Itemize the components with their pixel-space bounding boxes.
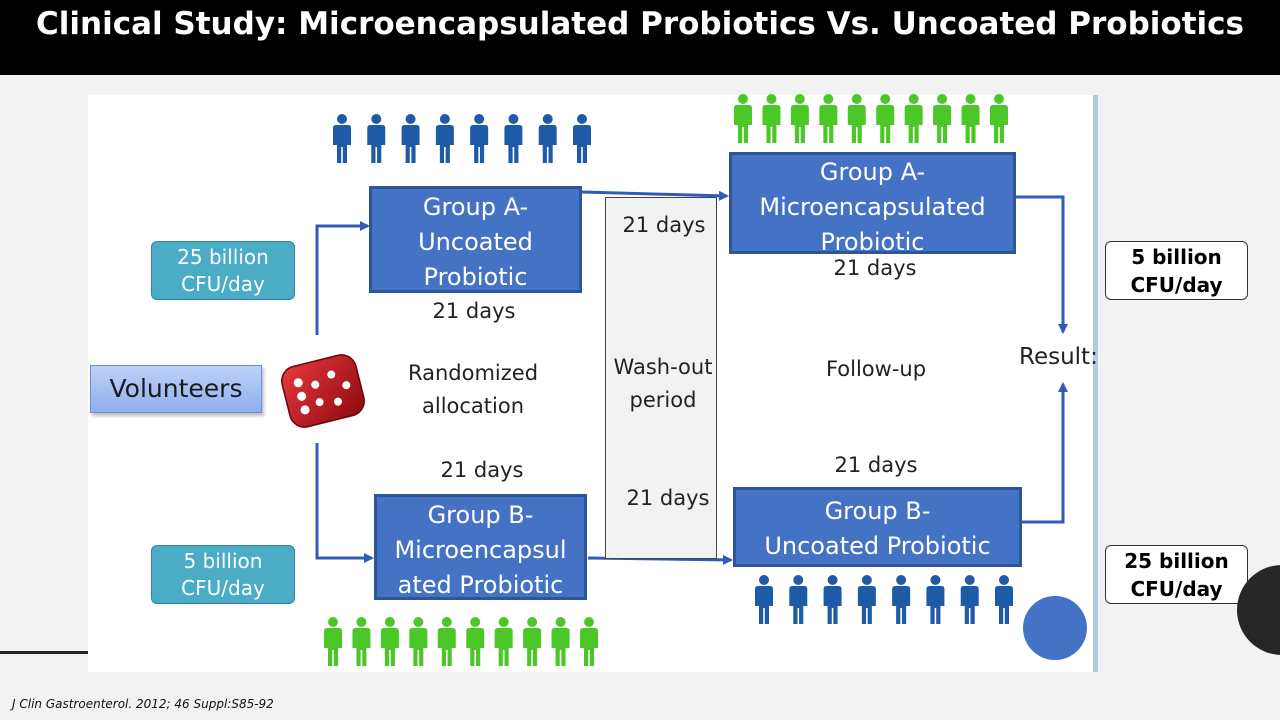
days-label-b2: 21 days bbox=[834, 453, 918, 477]
label-line: Randomized bbox=[407, 361, 539, 385]
box-line: Uncoated Probiotic bbox=[764, 532, 991, 560]
blue-circle-decoration bbox=[1023, 596, 1087, 660]
box-line: Group A- bbox=[819, 158, 926, 186]
arrow-a-to-result bbox=[1016, 195, 1068, 334]
dose-line: CFU/day bbox=[1130, 577, 1223, 601]
arrow-a-crossover bbox=[581, 190, 729, 201]
label-line: period bbox=[629, 388, 697, 412]
dose-line: 25 billion bbox=[1124, 549, 1229, 573]
box-line: Microencapsulated bbox=[759, 193, 986, 221]
group-b-uncoated-box: Group B- Uncoated Probiotic bbox=[733, 487, 1022, 567]
citation: J Clin Gastroenterol. 2012; 46 Suppl:S85… bbox=[12, 697, 274, 711]
group-a-microencapsulated-box: Group A- Microencapsulated Probiotic bbox=[729, 152, 1016, 254]
box-line: Microencapsul bbox=[394, 536, 567, 564]
panel-edge bbox=[1093, 95, 1098, 672]
days-label-washout-bottom: 21 days bbox=[626, 486, 710, 510]
slide-title: Clinical Study: Microencapsulated Probio… bbox=[36, 6, 1244, 42]
dose-right-top: 5 billion CFU/day bbox=[1105, 241, 1248, 300]
volunteers-box: Volunteers bbox=[90, 365, 262, 413]
result-label: Result: bbox=[1019, 344, 1098, 370]
group-a-uncoated-box: Group A- Uncoated Probiotic bbox=[369, 186, 582, 293]
days-label-a1: 21 days bbox=[432, 299, 516, 323]
dose-line: 25 billion bbox=[177, 245, 269, 269]
box-line: Probiotic bbox=[423, 263, 528, 291]
dose-line: CFU/day bbox=[1130, 273, 1223, 297]
box-line: Probiotic bbox=[820, 228, 925, 254]
dose-line: 5 billion bbox=[1131, 245, 1222, 269]
box-line: Group B- bbox=[824, 497, 931, 525]
dose-line: CFU/day bbox=[181, 576, 265, 600]
days-label-b1: 21 days bbox=[440, 458, 524, 482]
group-b-microencapsulated-box: Group B- Microencapsul ated Probiotic bbox=[374, 494, 587, 600]
box-line: ated Probiotic bbox=[397, 571, 564, 599]
days-label-a2: 21 days bbox=[833, 256, 917, 280]
dose-line: CFU/day bbox=[181, 272, 265, 296]
dose-left-top: 25 billion CFU/day bbox=[151, 241, 295, 300]
label-line: Wash-out bbox=[613, 355, 713, 379]
title-bar bbox=[0, 0, 1280, 75]
randomized-allocation-label: Randomized allocation bbox=[392, 357, 554, 423]
arrow-b-to-result bbox=[1022, 382, 1068, 524]
box-line: Uncoated bbox=[418, 228, 533, 256]
label-line: allocation bbox=[421, 394, 525, 418]
box-line: Group A- bbox=[422, 193, 529, 221]
dose-line: 5 billion bbox=[183, 549, 263, 573]
washout-box bbox=[605, 197, 717, 559]
washout-label: Wash-out period bbox=[604, 351, 722, 417]
box-line: Group B- bbox=[427, 501, 534, 529]
followup-label: Follow-up bbox=[825, 357, 927, 381]
arrow-to-group-a bbox=[315, 221, 370, 335]
divider-line bbox=[0, 651, 88, 654]
dose-left-bottom: 5 billion CFU/day bbox=[151, 545, 295, 604]
dose-right-bottom: 25 billion CFU/day bbox=[1105, 545, 1248, 604]
days-label-washout-top: 21 days bbox=[622, 213, 706, 237]
arrow-to-group-b bbox=[315, 443, 374, 563]
